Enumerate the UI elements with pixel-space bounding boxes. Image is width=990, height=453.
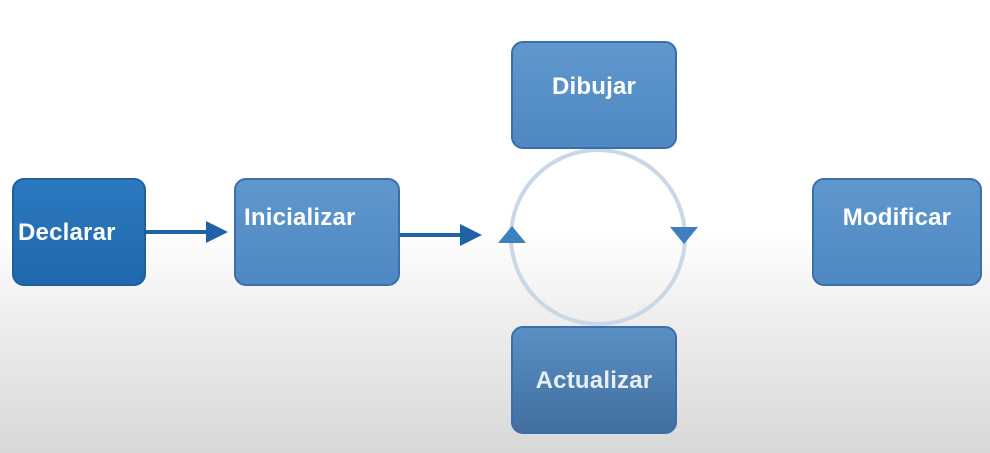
- arrow-head-icon: [206, 221, 228, 243]
- arrow-declarar-to-inicializar: [146, 221, 228, 243]
- loop-arrowhead-up-icon: [498, 226, 526, 243]
- node-actualizar-label: Actualizar: [535, 367, 653, 394]
- node-modificar-label: Modificar: [842, 204, 952, 231]
- node-actualizar: Actualizar: [511, 326, 677, 434]
- node-inicializar: Inicializar: [234, 178, 400, 286]
- node-declarar: Declarar: [12, 178, 146, 286]
- loop-circle: [509, 148, 687, 326]
- node-dibujar-label: Dibujar: [551, 73, 637, 100]
- node-dibujar: Dibujar: [511, 41, 677, 149]
- node-modificar: Modificar: [812, 178, 982, 286]
- arrow-inicializar-to-loop: [400, 224, 482, 246]
- arrow-head-icon: [460, 224, 482, 246]
- update-draw-loop: [498, 148, 698, 326]
- node-declarar-label: Declarar: [18, 219, 116, 246]
- node-inicializar-label: Inicializar: [244, 204, 356, 231]
- loop-arrowhead-down-icon: [670, 227, 698, 244]
